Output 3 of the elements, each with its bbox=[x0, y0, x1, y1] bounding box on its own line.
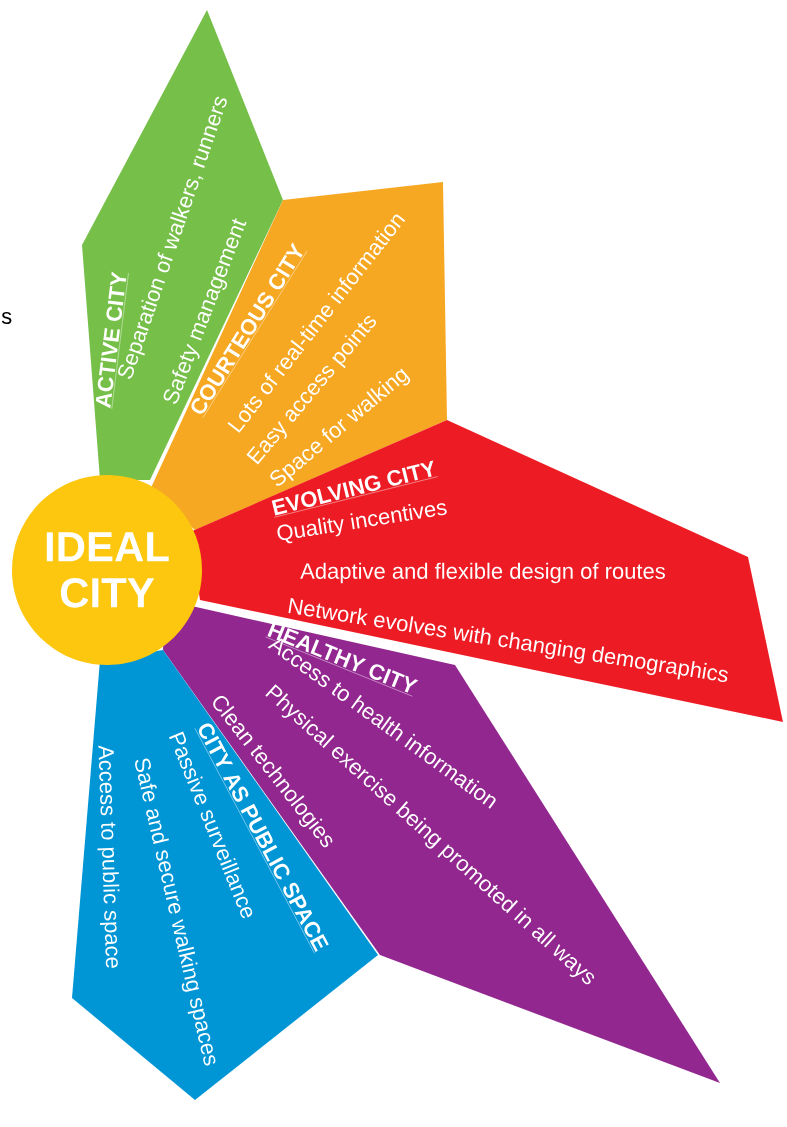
item-text: Access to public space bbox=[97, 745, 120, 968]
item-text: Adaptive and flexible design of routes bbox=[300, 562, 665, 584]
cropped-text: s bbox=[1, 312, 12, 324]
